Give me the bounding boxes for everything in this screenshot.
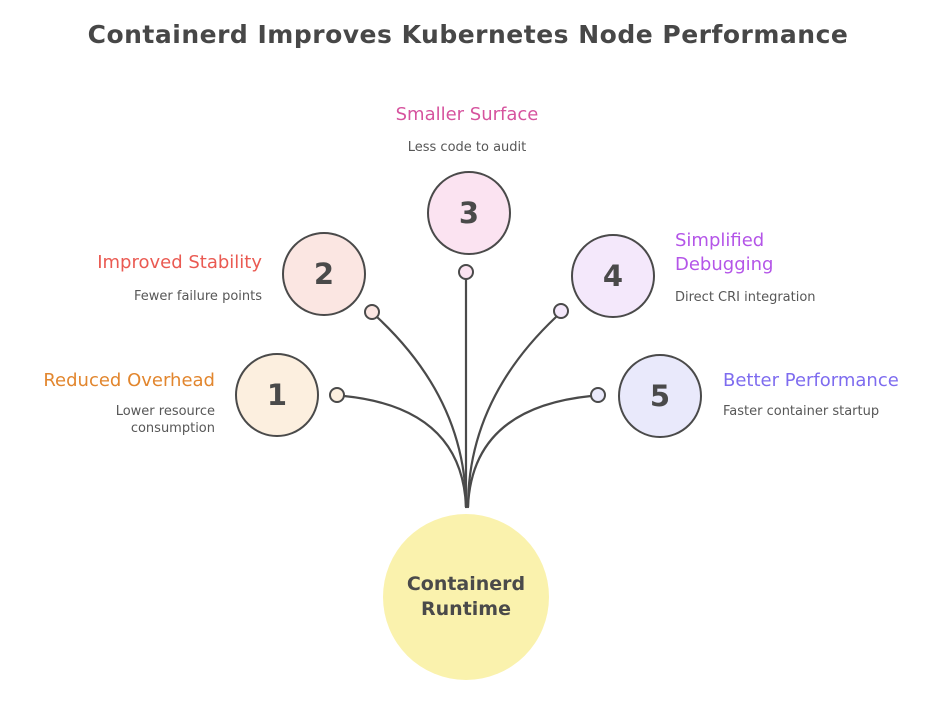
node-4-title: Simplified Debugging [675,230,774,275]
center-node-label: Containerd Runtime [406,573,526,620]
node-2-circle: 2 [282,232,366,316]
node-1-title: Reduced Overhead [43,370,215,391]
node-4-number: 4 [602,259,624,293]
node-5-circle: 5 [618,354,702,438]
node-3-circle: 3 [427,171,511,255]
node-5-title: Better Performance [723,370,899,391]
connector-endpoint-dot-2 [364,304,380,320]
node-1-subtitle: Lower resource consumption [115,404,215,436]
connector-line-4 [466,315,558,509]
node-5-number: 5 [649,379,671,413]
node-4-subtitle: Direct CRI integration [675,290,816,305]
connector-endpoint-dot-3 [458,264,474,280]
node-2-title: Improved Stability [97,252,262,273]
connector-endpoint-dot-1 [329,387,345,403]
node-1-circle: 1 [235,353,319,437]
node-4-circle: 4 [571,234,655,318]
node-2-subtitle: Fewer failure points [134,289,262,304]
node-3-number: 3 [458,196,480,230]
page-title: Containerd Improves Kubernetes Node Perf… [87,20,849,49]
node-3-subtitle: Less code to audit [407,140,527,155]
center-node-circle: Containerd Runtime [383,514,549,680]
connector-line-2 [375,315,468,509]
node-3-title: Smaller Surface [395,104,539,125]
node-5-subtitle: Faster container startup [723,404,880,419]
connector-line-5 [466,394,593,509]
connector-endpoint-dot-4 [553,303,569,319]
connector-endpoint-dot-5 [590,387,606,403]
node-1-number: 1 [266,378,288,412]
node-2-number: 2 [313,257,335,291]
connector-line-1 [342,394,468,509]
